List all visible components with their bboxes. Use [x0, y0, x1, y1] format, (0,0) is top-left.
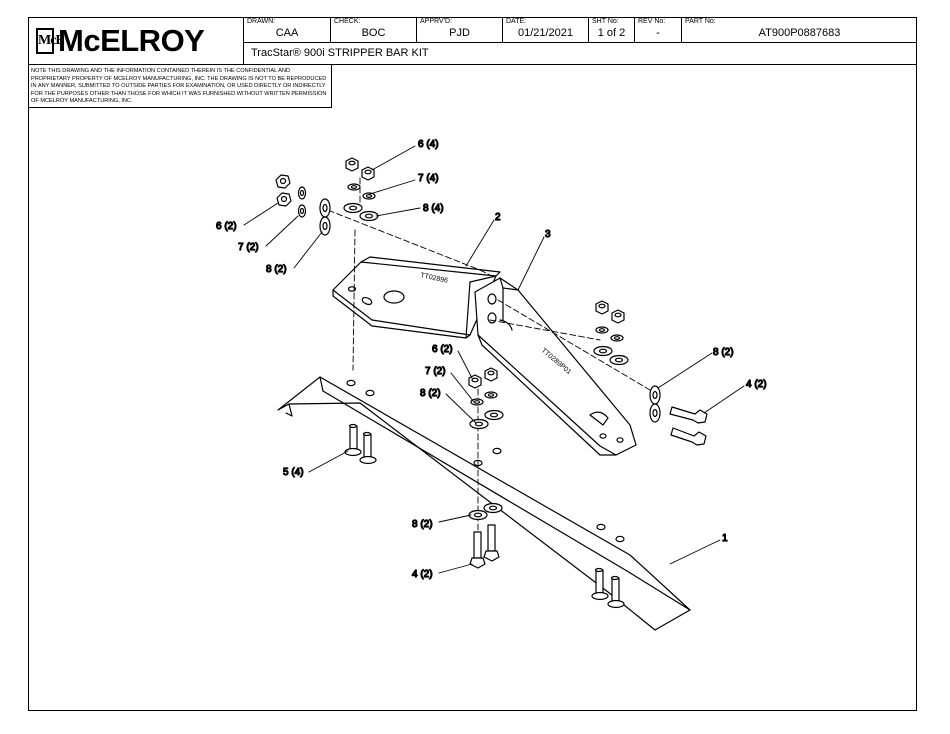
logo-mark: McE: [36, 28, 65, 54]
field-revision-value: -: [656, 27, 660, 39]
brand-name: McELROY: [58, 23, 205, 58]
field-date-value: 01/21/2021: [517, 27, 574, 39]
callout-6-4: 6 (4): [418, 139, 439, 150]
drawing-border: [28, 17, 917, 711]
field-approved-value: PJD: [449, 27, 470, 39]
callout-8-2-left: 8 (2): [266, 264, 287, 275]
field-date-label: DATE:: [506, 18, 527, 25]
field-drawn-value: CAA: [275, 27, 299, 39]
field-sheet: SHT No: 1 of 2: [589, 17, 635, 43]
hardware-top: [343, 157, 379, 222]
field-approved-label: APPRV'D:: [420, 18, 452, 25]
field-check-label: CHECK:: [334, 18, 361, 25]
callout-8-2-right: 8 (2): [713, 347, 734, 358]
field-part-number: PART No: AT900P0887683: [682, 17, 917, 43]
callout-4-2-low: 4 (2): [412, 569, 433, 580]
hardware-lower: [468, 502, 503, 569]
confidentiality-notice-text: NOTE THIS DRAWING AND THE INFORMATION CO…: [31, 68, 327, 104]
field-sheet-value: 1 of 2: [597, 27, 626, 39]
logo: McE McELROY: [28, 17, 244, 65]
field-part-number-value: AT900P0887683: [758, 27, 841, 39]
field-sheet-label: SHT No:: [592, 18, 619, 25]
callout-1: 1: [722, 533, 728, 544]
field-revision-label: REV No:: [638, 18, 666, 25]
drawing-title-cell: TracStar® 900i STRIPPER BAR KIT: [244, 43, 917, 65]
callout-8-4: 8 (4): [423, 203, 444, 214]
bracket-part-2: TT02896: [332, 256, 501, 339]
field-revision: REV No: -: [635, 17, 682, 43]
hardware-right-bolts: [649, 385, 708, 446]
field-approved: APPRV'D: PJD: [417, 17, 503, 43]
drawing-title: TracStar® 900i STRIPPER BAR KIT: [251, 47, 429, 59]
carriage-bolts-right: [591, 567, 625, 609]
callout-7-4: 7 (4): [418, 173, 439, 184]
hardware-left: [275, 174, 331, 236]
callout-6-2-mid: 6 (2): [432, 344, 453, 355]
bracket-part-3: TT0289P01: [474, 277, 637, 456]
callout-7-2-mid: 7 (2): [425, 366, 446, 377]
callout-5-4: 5 (4): [283, 467, 304, 478]
callout-7-2-left: 7 (2): [238, 242, 259, 253]
confidentiality-notice: NOTE THIS DRAWING AND THE INFORMATION CO…: [28, 65, 332, 108]
field-check: CHECK: BOC: [331, 17, 417, 43]
field-part-number-label: PART No:: [685, 18, 716, 25]
carriage-bolts-left: [344, 423, 377, 465]
field-check-value: BOC: [361, 27, 386, 39]
callout-3: 3: [545, 229, 551, 240]
field-drawn: DRAWN: CAA: [244, 17, 331, 43]
hardware-right: [593, 300, 629, 366]
hardware-middle: [468, 367, 504, 430]
callout-8-2-low: 8 (2): [412, 519, 433, 530]
callout-4-2-right: 4 (2): [746, 379, 767, 390]
callout-labels: 6 (4) 7 (4) 8 (4) 6 (2) 7 (2) 8 (2) 2 3 …: [215, 138, 767, 580]
callout-6-2-left: 6 (2): [216, 221, 237, 232]
field-drawn-label: DRAWN:: [247, 18, 276, 25]
logo-mark-text: McE: [38, 33, 65, 48]
leader-lines: [243, 145, 745, 574]
stripper-bar-part-1: [277, 376, 691, 631]
field-date: DATE: 01/21/2021: [503, 17, 589, 43]
callout-8-2-mid: 8 (2): [420, 388, 441, 399]
callout-2: 2: [495, 212, 501, 223]
